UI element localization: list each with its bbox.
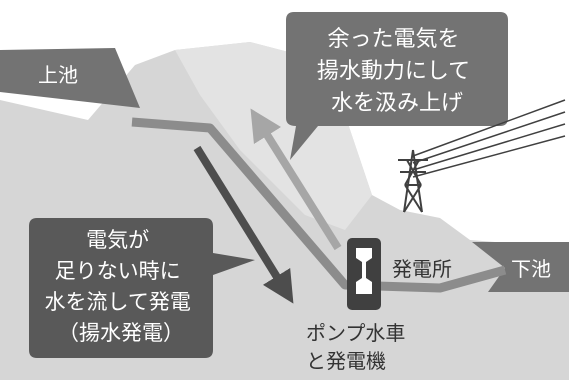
pump-callout [286, 12, 508, 160]
pump-callout-line-3: 水を汲み上げ [331, 91, 463, 116]
generate-callout [29, 218, 255, 358]
turbine-label-line-1: ポンプ水車 [306, 321, 405, 345]
power-lines [412, 99, 566, 178]
powerhouse-label: 発電所 [392, 257, 452, 281]
generate-down-arrow [193, 145, 294, 304]
pump-callout-line-2: 揚水動力にして [317, 59, 470, 84]
turbine-label-line-2: と発電機 [306, 349, 386, 373]
generate-callout-line-4: （揚水発電） [58, 321, 184, 345]
pump-callout-line-1: 余った電気を [327, 27, 459, 52]
generate-callout-line-1: 電気が [86, 228, 149, 252]
upper-pond [0, 48, 140, 108]
lower-pond [472, 242, 569, 292]
generate-callout-text: 電気が 足りない時に 水を流して発電 （揚水発電） [44, 228, 197, 345]
generate-callout-line-3: 水を流して発電 [44, 290, 190, 314]
generate-callout-line-2: 足りない時に [55, 259, 181, 283]
pump-up-arrow [250, 108, 342, 251]
turbine-icon [356, 248, 372, 294]
pump-callout-text: 余った電気を 揚水動力にして 水を汲み上げ [317, 27, 477, 116]
upper-pond-label: 上池 [38, 63, 78, 87]
turbine-label: ポンプ水車 と発電機 [306, 321, 412, 373]
waterway-pipe [131, 117, 507, 293]
lower-pond-label: 下池 [511, 257, 551, 281]
transmission-tower-icon [398, 149, 428, 213]
